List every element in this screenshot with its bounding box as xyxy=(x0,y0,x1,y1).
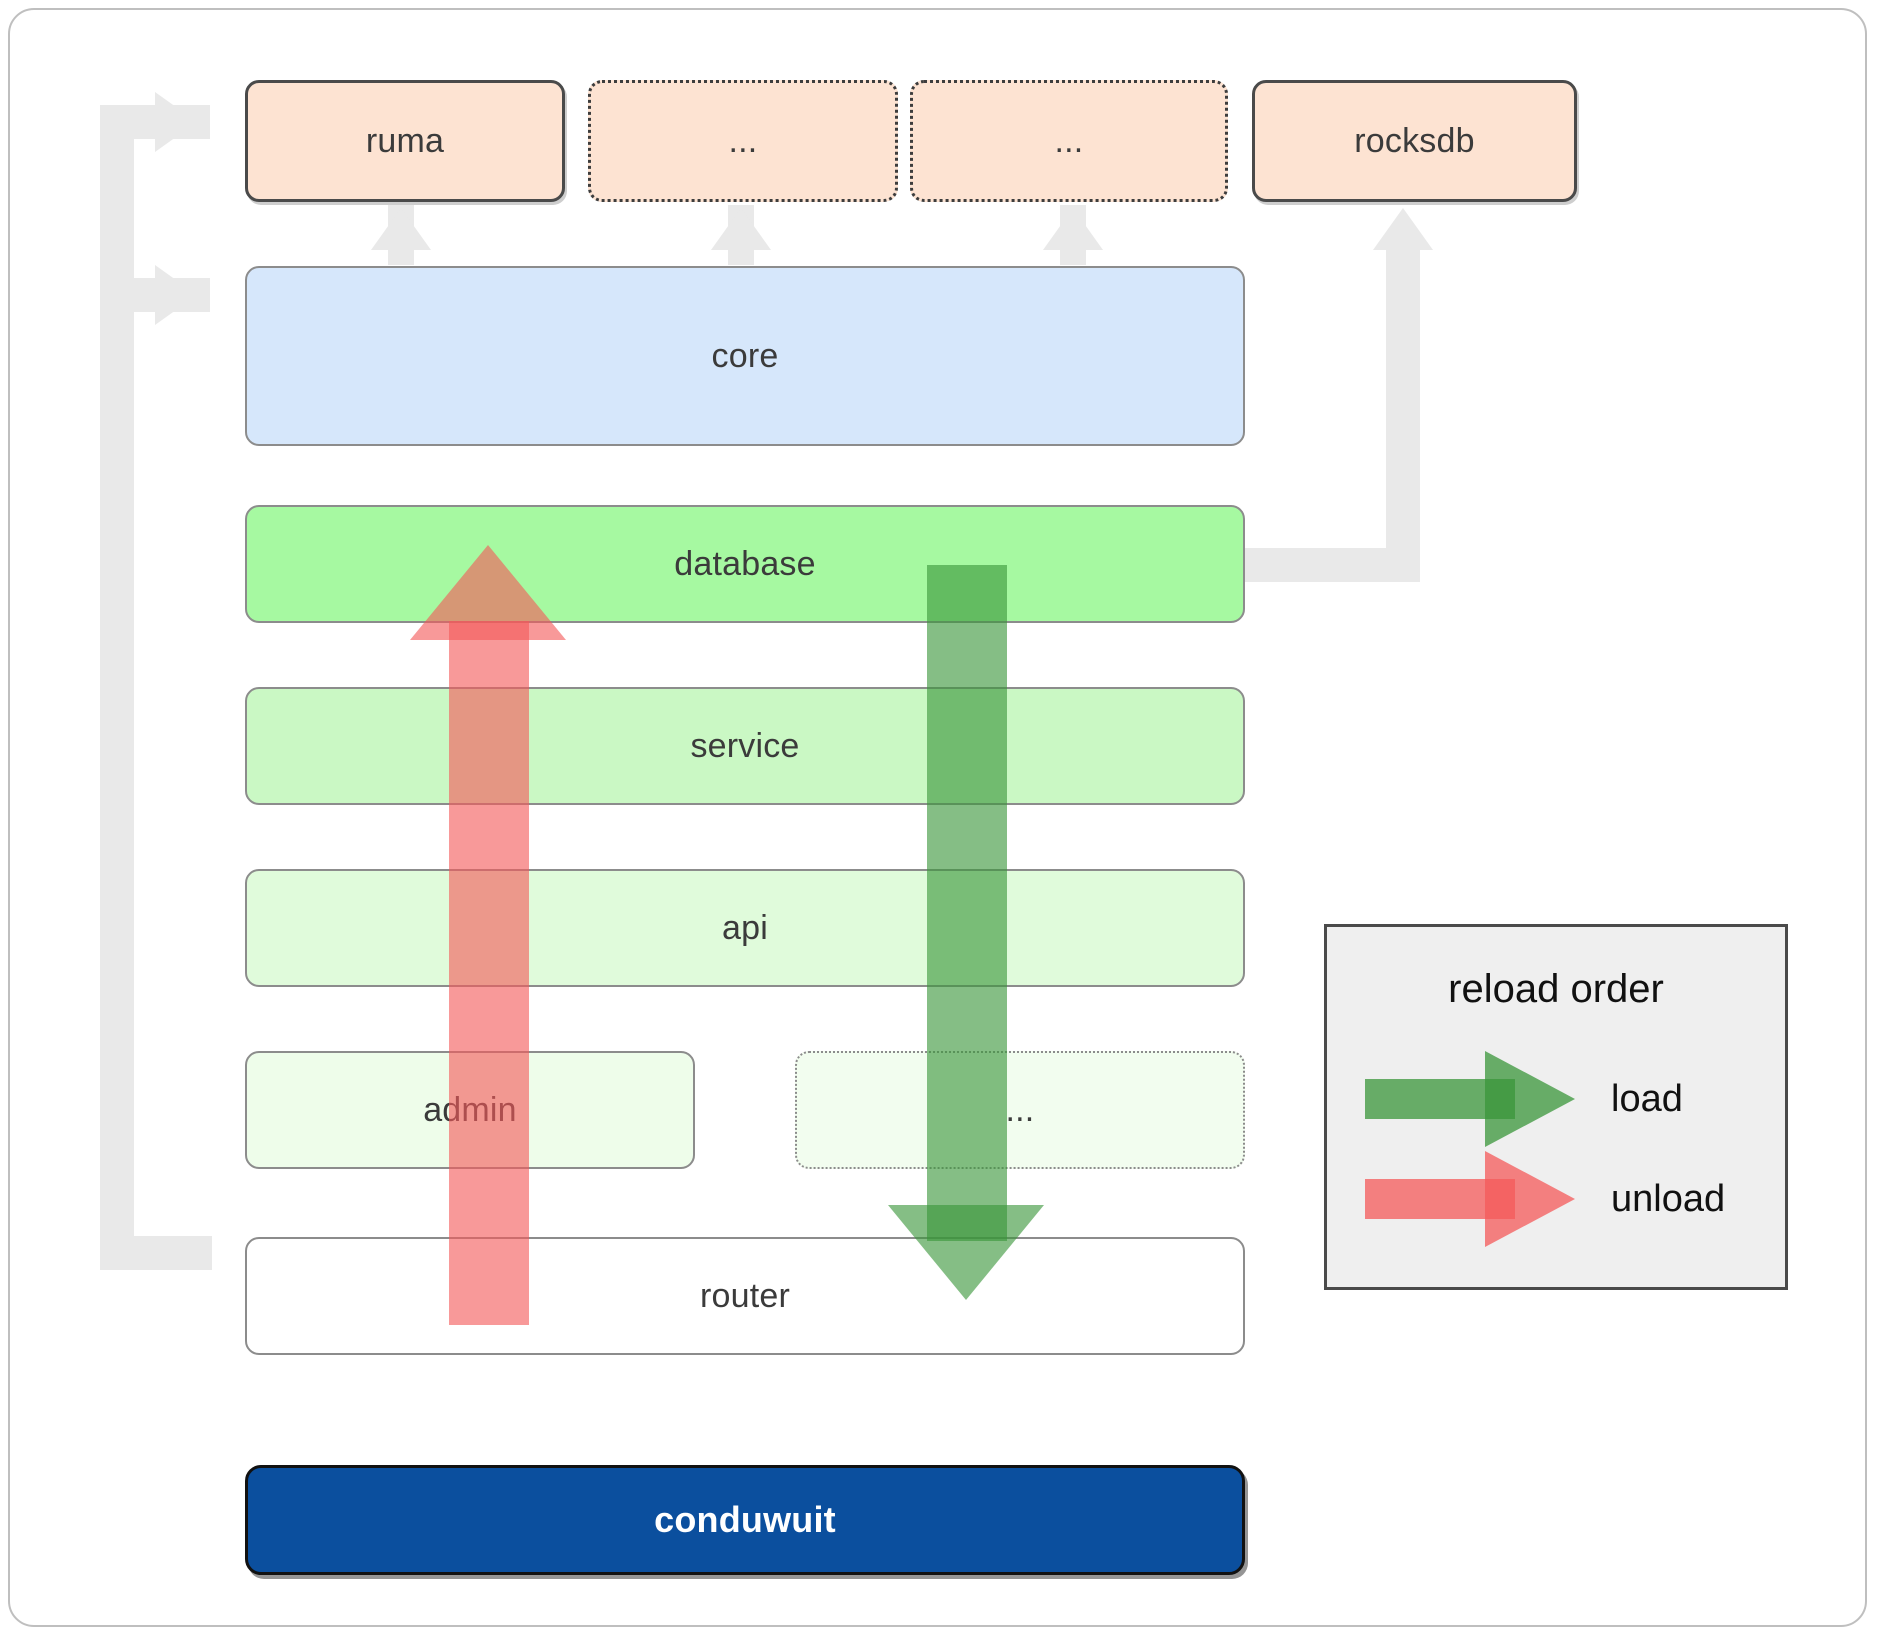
connector-arrow-up-dep2 xyxy=(711,208,771,250)
node-more[interactable]: ... xyxy=(795,1051,1245,1169)
load-flow-arrow xyxy=(868,565,1064,1335)
legend-title: reload order xyxy=(1448,967,1664,1011)
node-ruma-label: ruma xyxy=(365,121,445,160)
node-rocksdb-label: rocksdb xyxy=(1354,121,1475,160)
unload-flow-arrow xyxy=(390,545,586,1325)
node-router[interactable]: router xyxy=(245,1237,1245,1355)
node-service-label: service xyxy=(690,726,800,765)
node-conduwuit-label: conduwuit xyxy=(654,1499,836,1540)
connector-branch-conduwuit xyxy=(100,1236,212,1270)
connector-arrow-core xyxy=(155,265,197,325)
connector-arrow-up-ruma xyxy=(371,208,431,250)
node-database-label: database xyxy=(674,544,816,583)
legend-row-load: load xyxy=(1365,1051,1683,1147)
legend-load-arrow-icon xyxy=(1365,1051,1575,1147)
connector-arrow-ruma xyxy=(155,92,197,152)
connector-database-to-rocksdb-vertical xyxy=(1386,248,1420,582)
node-core[interactable]: core xyxy=(245,266,1245,446)
legend-unload-label: unload xyxy=(1611,1177,1726,1220)
legend-row-unload: unload xyxy=(1365,1151,1725,1247)
node-dep-3-label: ... xyxy=(1054,121,1084,160)
node-conduwuit[interactable]: conduwuit xyxy=(245,1465,1245,1575)
unload-arrow-shaft xyxy=(449,621,529,1325)
node-more-label: ... xyxy=(1005,1090,1035,1129)
node-rocksdb[interactable]: rocksdb xyxy=(1252,80,1577,202)
legend-panel: reload order load unload xyxy=(1324,924,1788,1290)
load-arrow-shaft xyxy=(927,565,1007,1241)
node-api[interactable]: api xyxy=(245,869,1245,987)
node-ruma[interactable]: ruma xyxy=(245,80,565,202)
legend-load-label: load xyxy=(1611,1077,1683,1120)
node-api-label: api xyxy=(722,908,768,947)
node-core-label: core xyxy=(711,336,779,375)
legend-unload-arrow-icon xyxy=(1365,1151,1575,1247)
node-dep-2-label: ... xyxy=(728,121,758,160)
connector-arrow-up-dep3 xyxy=(1043,208,1103,250)
node-dep-3[interactable]: ... xyxy=(910,80,1228,202)
node-dep-2[interactable]: ... xyxy=(588,80,898,202)
node-router-label: router xyxy=(699,1276,791,1315)
connector-arrow-up-rocksdb xyxy=(1373,208,1433,250)
node-service[interactable]: service xyxy=(245,687,1245,805)
load-arrow-head xyxy=(888,1205,1044,1300)
